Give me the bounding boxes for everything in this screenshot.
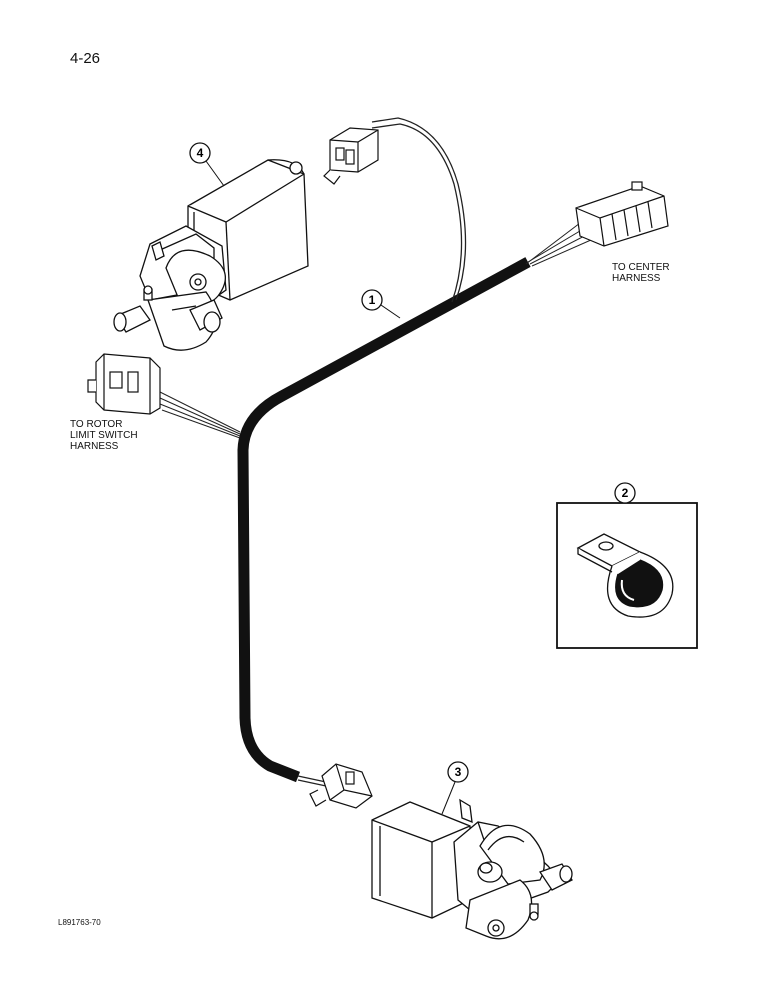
actuator-motor-upper <box>113 159 309 351</box>
callout-3-number: 3 <box>455 765 462 779</box>
callout-3: 3 <box>441 761 469 815</box>
actuator-motor-lower <box>371 798 573 940</box>
lower-connector <box>309 763 373 809</box>
figure-code: L891763-70 <box>58 918 101 927</box>
center-harness-connector <box>575 181 669 247</box>
callout-1: 1 <box>361 289 401 319</box>
callout-4: 4 <box>189 142 225 187</box>
upper-connector <box>323 127 379 185</box>
to-center-harness-label: TO CENTER HARNESS <box>612 262 670 284</box>
callout-4-number: 4 <box>197 146 204 160</box>
callout-2-number: 2 <box>622 486 629 500</box>
clamp-inset <box>556 502 698 649</box>
callout-2: 2 <box>614 482 636 504</box>
rotor-harness-connector <box>87 353 161 415</box>
wiring-harness <box>159 117 601 787</box>
page-number: 4-26 <box>70 50 101 67</box>
harness-clamp <box>576 533 674 618</box>
to-rotor-harness-label: TO ROTOR LIMIT SWITCH HARNESS <box>70 419 138 452</box>
callout-1-number: 1 <box>369 293 376 307</box>
